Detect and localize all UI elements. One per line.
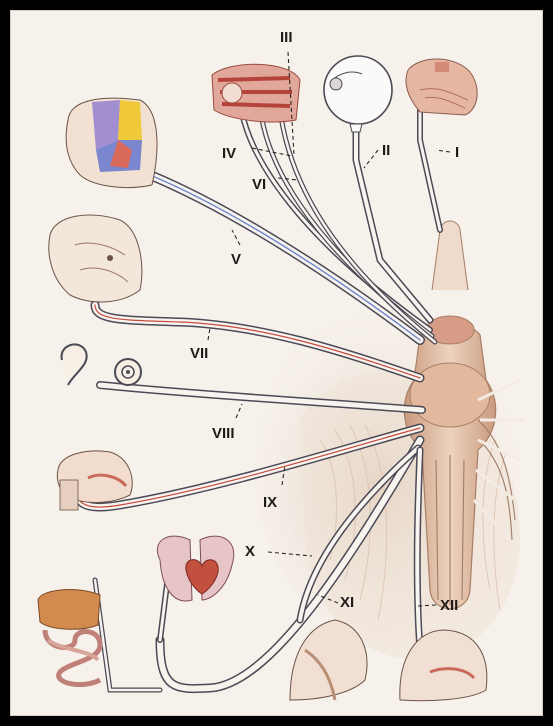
label-nerve-I: I: [455, 144, 459, 161]
label-nerve-IV: IV: [222, 145, 236, 162]
intestines-icon: [38, 590, 100, 685]
label-nerve-IX: IX: [263, 494, 277, 511]
face-icon: [49, 215, 142, 302]
ear-icon: [62, 344, 141, 385]
label-nerve-XII: XII: [440, 597, 458, 614]
label-nerve-X: X: [245, 543, 255, 560]
nose-icon: [406, 59, 477, 115]
label-nerve-III: III: [280, 29, 293, 46]
label-nerve-II: II: [382, 142, 390, 159]
label-nerve-VI: VI: [252, 176, 266, 193]
label-nerve-V: V: [231, 251, 241, 268]
neck-muscle-icon: [290, 620, 367, 700]
eye-icon: [324, 56, 392, 132]
nerve-II-fiber: [356, 125, 430, 320]
label-nerve-VII: VII: [190, 345, 208, 362]
head-icon: [66, 98, 157, 187]
label-nerve-XI: XI: [340, 594, 354, 611]
nerve-XII-fiber: [417, 450, 420, 650]
orbit-muscles-icon: [212, 64, 300, 122]
label-nerve-VIII: VIII: [212, 425, 235, 442]
